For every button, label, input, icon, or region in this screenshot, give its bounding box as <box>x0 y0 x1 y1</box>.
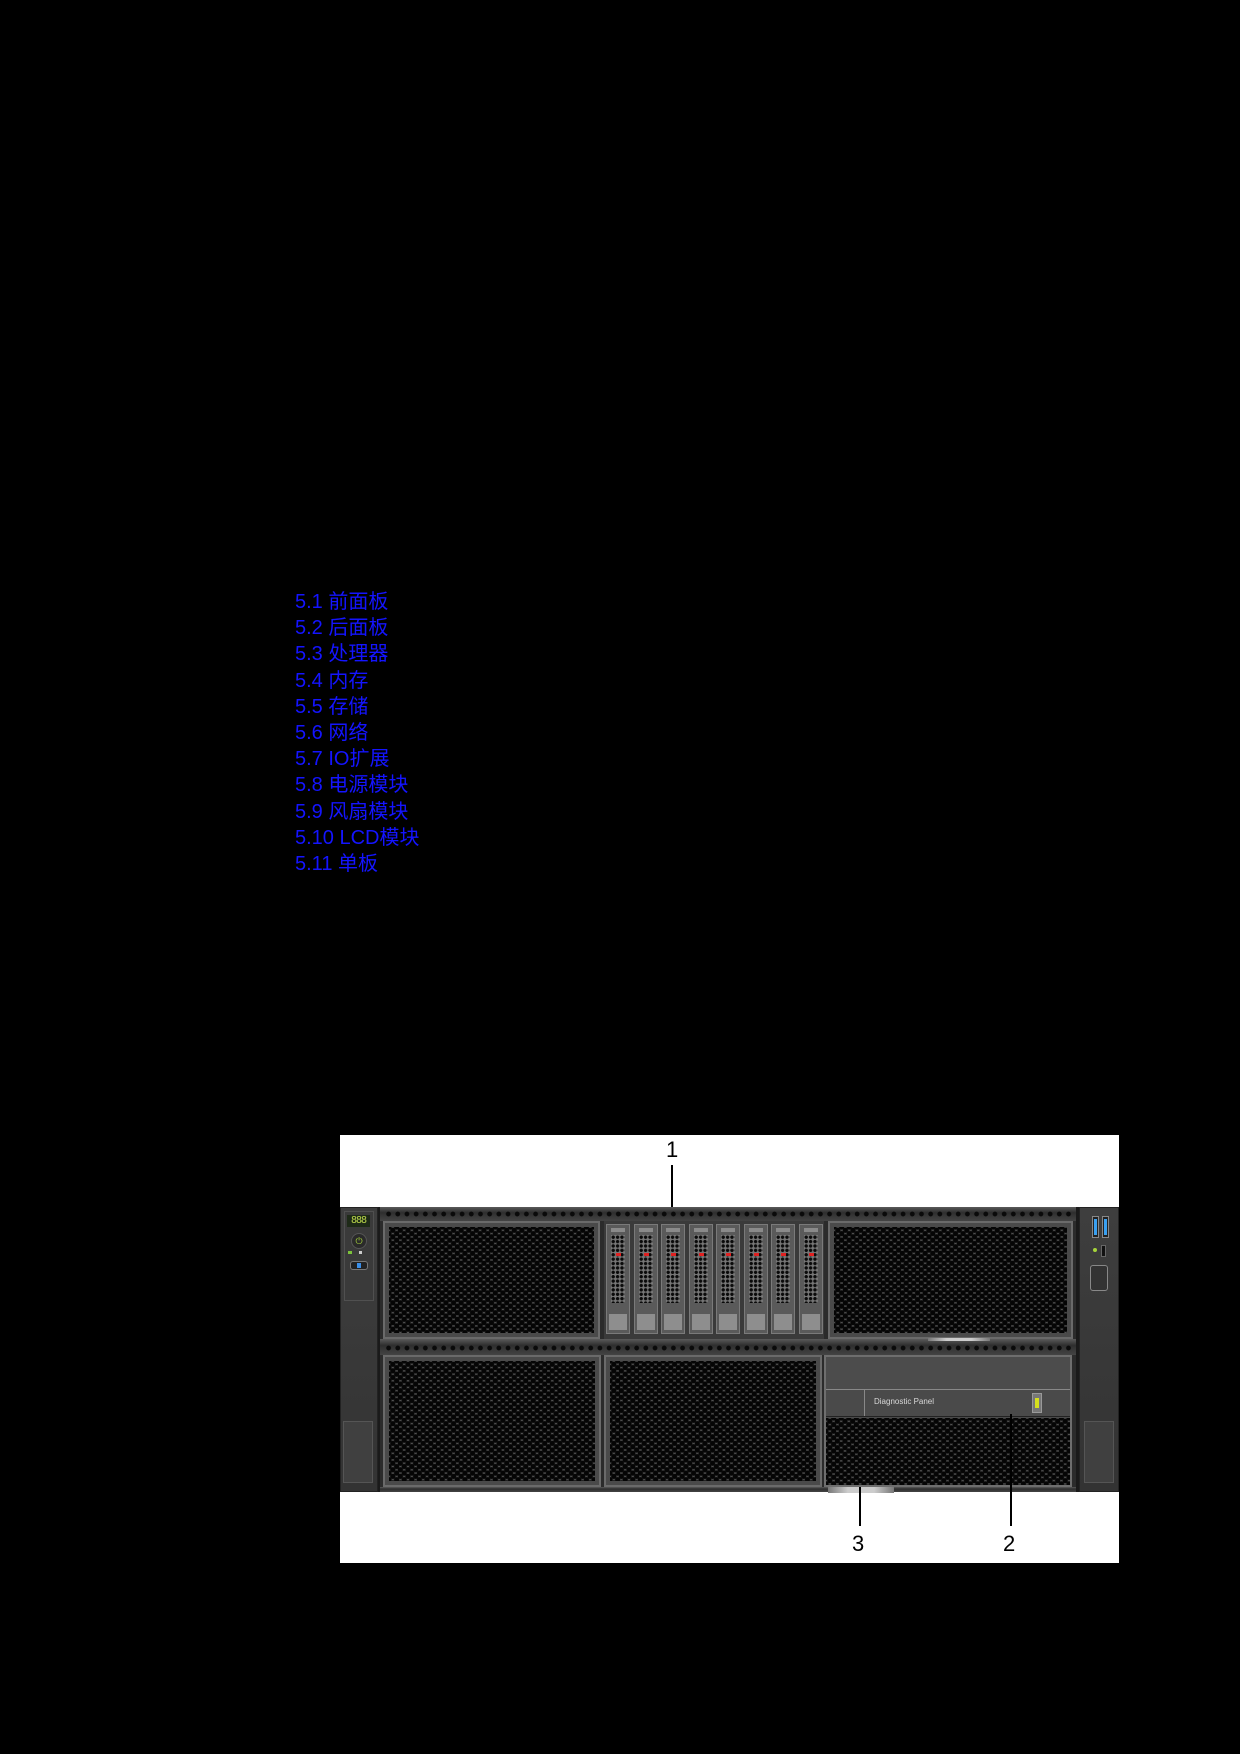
vent-grille <box>834 1227 1067 1333</box>
diagnostic-panel-cover <box>826 1357 1070 1390</box>
toc-link-memory[interactable]: 5.4 内存 <box>295 669 369 692</box>
diagnostic-panel-bar: Diagnostic Panel <box>826 1390 1070 1417</box>
callout-3-label: 3 <box>852 1531 865 1556</box>
drive-bay-2 <box>633 1224 658 1334</box>
upper-right-grille-panel <box>828 1221 1073 1339</box>
network-led-icon <box>359 1251 362 1254</box>
pull-tab[interactable] <box>928 1338 990 1341</box>
status-led-icon <box>1093 1248 1097 1252</box>
latch-icon <box>803 1228 818 1232</box>
drive-bay-cage <box>604 1221 824 1339</box>
toc-link-io-expansion[interactable]: 5.7 IO扩展 <box>295 748 390 771</box>
latch-icon <box>776 1228 790 1232</box>
drive-mesh <box>748 1235 763 1303</box>
drive-label-plate <box>774 1314 792 1330</box>
diagnostic-panel-label: Diagnostic Panel <box>874 1397 935 1406</box>
drive-led-icon <box>643 1253 649 1256</box>
drive-mesh <box>638 1235 653 1303</box>
drive-led-icon <box>781 1253 786 1256</box>
slide-out-label-tab[interactable] <box>828 1487 894 1493</box>
usb-port-icon <box>1092 1216 1099 1238</box>
left-ear-handle <box>343 1421 373 1483</box>
latch-icon <box>721 1228 735 1232</box>
drive-label-plate <box>691 1314 710 1330</box>
vent-grille <box>389 1361 595 1481</box>
drive-label-plate <box>636 1314 655 1330</box>
usb-port-icon <box>1102 1216 1109 1238</box>
bottom-rail <box>380 1487 1076 1492</box>
drive-mesh <box>666 1235 680 1303</box>
middle-rail <box>380 1339 1076 1355</box>
drive-label-plate <box>719 1314 737 1330</box>
callout-2-line <box>1010 1414 1012 1526</box>
callout-3-line <box>859 1487 861 1526</box>
callout-2-label: 2 <box>1003 1531 1016 1556</box>
segment-display: 888 <box>347 1215 370 1227</box>
uid-button-icon <box>350 1261 368 1270</box>
latch-icon <box>748 1228 763 1232</box>
vent-grille <box>389 1227 594 1333</box>
drive-led-icon <box>726 1253 731 1256</box>
toc-link-processor[interactable]: 5.3 处理器 <box>295 643 389 666</box>
server-chassis: 888 ⏻ <box>340 1207 1119 1492</box>
latch-icon <box>638 1228 653 1232</box>
server-front-panel-figure: 1 888 ⏻ <box>340 1135 1119 1563</box>
toc-link-power-module[interactable]: 5.8 电源模块 <box>295 774 409 797</box>
right-mounting-ear <box>1079 1207 1119 1492</box>
lower-middle-grille-panel <box>604 1355 822 1487</box>
drive-label-plate <box>746 1314 765 1330</box>
callout-1-line <box>671 1165 673 1233</box>
vent-grille <box>826 1418 1070 1485</box>
drive-led-icon <box>698 1253 704 1256</box>
drive-mesh <box>776 1235 790 1303</box>
drive-bay-5 <box>716 1224 740 1334</box>
table-of-contents: 5.1 前面板 5.2 后面板 5.3 处理器 5.4 内存 5.5 存储 5.… <box>295 589 420 877</box>
latch-icon <box>666 1228 680 1232</box>
drive-bay-8 <box>798 1224 823 1334</box>
vga-port-icon <box>1090 1265 1108 1291</box>
drive-led-icon <box>671 1253 676 1256</box>
drive-bay-3 <box>661 1224 685 1334</box>
drive-mesh <box>803 1235 818 1303</box>
toc-link-storage[interactable]: 5.5 存储 <box>295 695 369 718</box>
vent-grille <box>610 1361 816 1481</box>
drive-mesh <box>693 1235 708 1303</box>
latch-icon <box>611 1228 625 1232</box>
drive-label-plate <box>609 1314 627 1330</box>
left-mounting-ear: 888 ⏻ <box>340 1207 378 1492</box>
toc-link-fan-module[interactable]: 5.9 风扇模块 <box>295 800 409 823</box>
drive-led-icon <box>753 1253 759 1256</box>
lower-left-grille-panel <box>383 1355 601 1487</box>
service-port-icon <box>1101 1245 1106 1257</box>
top-rail <box>380 1207 1076 1221</box>
rail-vents <box>384 1345 1072 1351</box>
drive-bay-7 <box>771 1224 795 1334</box>
drive-label-plate <box>801 1314 820 1330</box>
toc-link-front-panel[interactable]: 5.1 前面板 <box>295 591 389 613</box>
diagnostic-panel: Diagnostic Panel <box>824 1355 1072 1487</box>
drive-led-icon <box>616 1253 621 1256</box>
toc-link-rear-panel[interactable]: 5.2 后面板 <box>295 617 389 640</box>
callout-1-label: 1 <box>666 1137 679 1162</box>
control-panel: 888 ⏻ <box>344 1211 374 1301</box>
drive-mesh <box>721 1235 735 1303</box>
toc-link-network[interactable]: 5.6 网络 <box>295 721 369 744</box>
rail-vents <box>384 1211 1072 1217</box>
chassis-body: Diagnostic Panel <box>380 1207 1076 1492</box>
right-ear-handle <box>1084 1421 1114 1483</box>
drive-bay-6 <box>743 1224 768 1334</box>
power-button-icon: ⏻ <box>351 1233 367 1249</box>
toc-link-board[interactable]: 5.11 单板 <box>295 852 378 875</box>
divider <box>864 1390 865 1416</box>
toc-link-lcd-module[interactable]: 5.10 LCD模块 <box>295 826 420 849</box>
drive-bay-4 <box>688 1224 713 1334</box>
drive-led-icon <box>808 1253 814 1256</box>
latch-icon <box>693 1228 708 1232</box>
drive-mesh <box>611 1235 625 1303</box>
drive-bay-1 <box>606 1224 630 1334</box>
health-led-icon <box>348 1251 352 1254</box>
upper-left-grille-panel <box>383 1221 600 1339</box>
drive-label-plate <box>664 1314 682 1330</box>
diagnostic-release-button[interactable] <box>1032 1393 1042 1413</box>
